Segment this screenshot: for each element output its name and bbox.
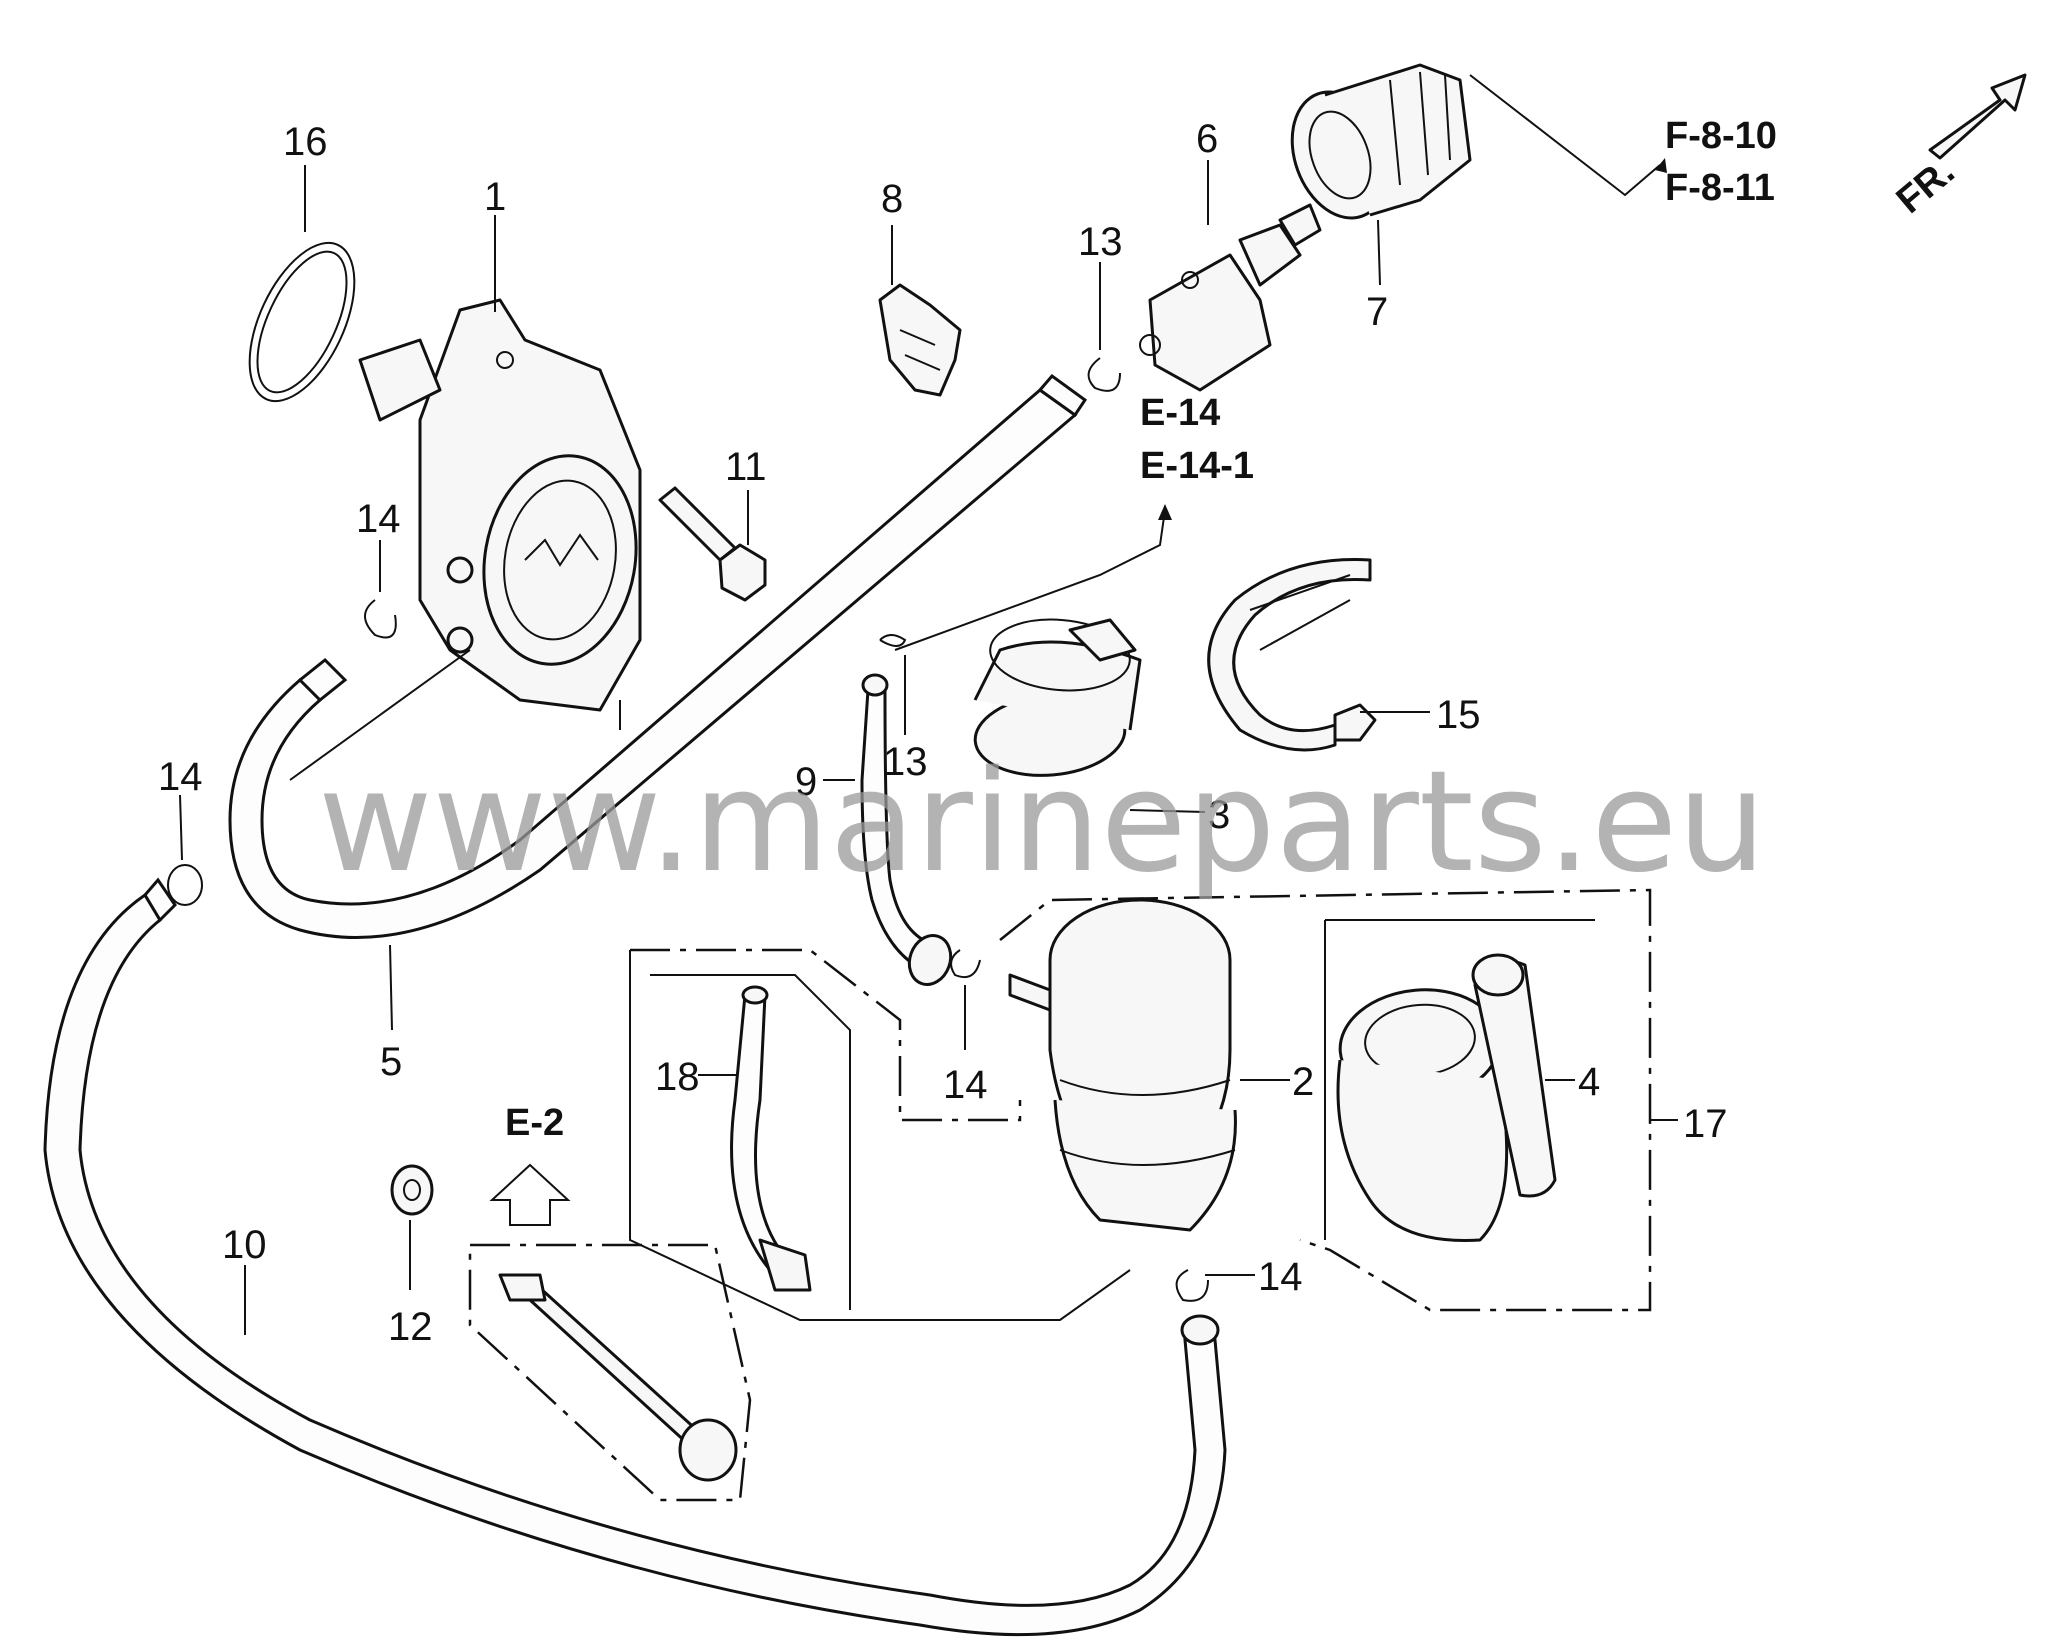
part-10-hose (43, 877, 1227, 1637)
ref-f-8-10: F-8-10 (1665, 115, 1777, 157)
ref-f-8-11: F-8-11 (1665, 167, 1775, 209)
callout-12: 12 (388, 1305, 433, 1349)
ref-e-14-1: E-14-1 (1140, 445, 1254, 487)
callout-14-pump: 14 (356, 497, 401, 541)
part-5-hose (228, 373, 1088, 939)
callout-15: 15 (1436, 693, 1481, 737)
part-18-hose (730, 985, 812, 1292)
callout-6: 6 (1196, 117, 1218, 161)
part-9-hose (860, 673, 953, 986)
part-14-clip-left (167, 864, 203, 906)
part-3-band (973, 618, 1142, 777)
part-14-clip-middle (950, 949, 981, 979)
callout-8: 8 (881, 177, 903, 221)
callout-5: 5 (380, 1040, 402, 1084)
part-14-clip-upper (364, 599, 397, 639)
callout-11: 11 (725, 445, 767, 489)
callout-10: 10 (222, 1223, 267, 1267)
part-2-boot (1008, 898, 1237, 1232)
part-16-o-ring (248, 241, 356, 403)
callout-1: 1 (484, 175, 506, 219)
callout-14-left: 14 (158, 755, 203, 799)
part-1-pump-body (358, 298, 642, 712)
part-4-boot (1324, 919, 1595, 1242)
callout-4: 4 (1578, 1060, 1600, 1104)
part-7-strainer (1290, 63, 1472, 220)
front-arrow-icon: FR. (1889, 73, 2027, 222)
callout-14-lower: 14 (1258, 1255, 1303, 1299)
part-8-clamp (878, 283, 962, 397)
part-13-clip-upper (1087, 357, 1121, 392)
callout-18: 18 (655, 1055, 700, 1099)
part-13-clip-lower (879, 634, 907, 647)
callout-13-lower: 13 (883, 740, 928, 784)
callout-14-middle: 14 (943, 1063, 988, 1107)
part-15-hose-clamp (1207, 558, 1377, 752)
front-label: FR. (1889, 150, 1963, 222)
callout-9: 9 (795, 760, 817, 804)
ref-e-14: E-14 (1140, 392, 1220, 434)
callout-3: 3 (1208, 793, 1230, 837)
callout-13-upper: 13 (1078, 220, 1123, 264)
callout-7: 7 (1366, 290, 1388, 334)
callout-2: 2 (1292, 1060, 1314, 1104)
part-6-fitting (1139, 203, 1322, 392)
watermark: www.marineparts.eu (318, 741, 1766, 904)
callout-16: 16 (283, 120, 328, 164)
part-14-clip-lower (1175, 1269, 1209, 1302)
part-12-washer (390, 1164, 434, 1216)
e2-bolt (498, 1273, 738, 1482)
ref-e-2: E-2 (505, 1102, 564, 1144)
part-11-bolt (658, 486, 767, 602)
e2-arrow-icon (489, 1163, 571, 1226)
callout-17: 17 (1683, 1102, 1728, 1146)
